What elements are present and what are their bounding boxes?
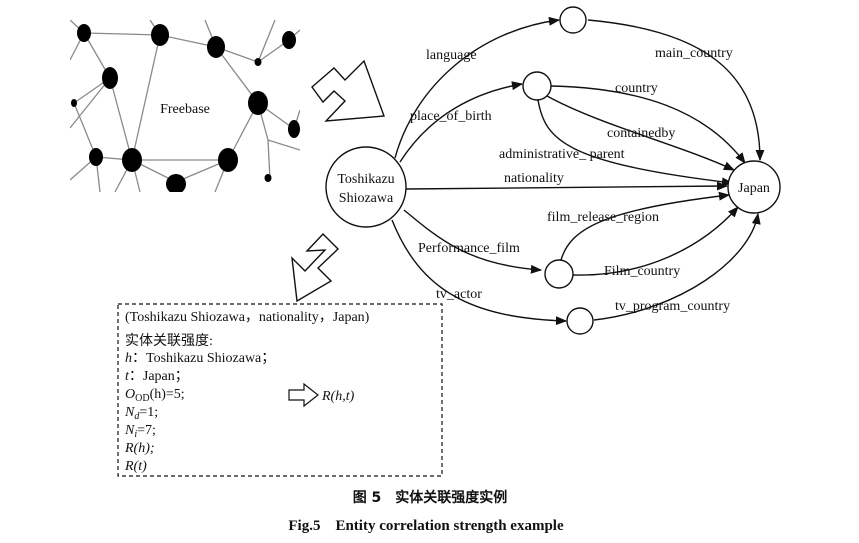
formula-rh: R(h); [124, 441, 155, 456]
edge-place-of-birth [399, 81, 524, 163]
formula-ni-subscript: i [134, 429, 137, 440]
edge-tv-actor [391, 219, 568, 326]
label-language: language [426, 48, 477, 63]
label-administrative-parent: administrative_ parent [499, 147, 625, 162]
freebase-label: Freebase [160, 102, 210, 117]
label-film-country: Film_country [604, 264, 680, 279]
formula-h-line: h：Toshikazu Shiozawa； [125, 351, 275, 366]
edge-performance-film [403, 209, 543, 274]
freebase-network [70, 20, 300, 192]
hollow-arrow-down [291, 232, 340, 303]
edge-film-release-region [560, 191, 731, 261]
edge-tv-program-country [593, 212, 761, 321]
label-tv-actor: tv_actor [436, 287, 482, 302]
label-film-release-region: film_release_region [547, 210, 659, 225]
caption-english: Fig.5 Entity correlation strength exampl… [288, 518, 564, 534]
formula-nd-symbol: N [124, 405, 135, 420]
formula-result: R(h,t) [321, 389, 355, 404]
formula-nd-line: Nd=1; [124, 405, 158, 422]
network-nodes [71, 24, 300, 192]
formula-t-line: t：Japan； [125, 369, 189, 384]
formula-nd-subscript: d [134, 411, 140, 422]
node-japan [727, 160, 781, 214]
label-country: country [615, 81, 658, 96]
edge-nationality [405, 181, 729, 191]
graph-nodes [325, 6, 781, 335]
edge-administrative-parent [537, 99, 734, 187]
label-containedby: containedby [607, 126, 675, 141]
source-node-label-line1: Toshikazu [337, 172, 394, 187]
formula-box-content: (Toshikazu Shiozawa，nationality，Japan) 实… [124, 310, 370, 474]
result-hollow-arrow [288, 382, 319, 408]
node-toshikazu-shiozawa [325, 146, 407, 228]
edge-country [550, 85, 746, 164]
source-node-label-line2: Shiozawa [339, 191, 394, 206]
label-tv-program-country: tv_program_country [615, 299, 730, 314]
label-nationality: nationality [504, 171, 564, 186]
edge-containedby [546, 95, 736, 171]
label-main-country: main_country [655, 46, 733, 61]
node-tv-program [566, 307, 594, 335]
edge-film-country [572, 206, 739, 276]
formula-rt: R(t) [124, 459, 147, 474]
formula-h-value: ：Toshikazu Shiozawa； [132, 351, 275, 366]
formula-heading: 实体关联强度: [125, 333, 213, 349]
formula-o-line: OOD(h)=5; [125, 387, 185, 404]
target-node-label: Japan [738, 181, 770, 196]
edge-main-country [587, 19, 765, 162]
formula-ni-value: =7; [137, 423, 156, 438]
hollow-arrow-right [311, 59, 385, 122]
formula-h-symbol: h [125, 351, 132, 366]
label-performance-film: Performance_film [418, 241, 520, 256]
formula-ni-line: Ni=7; [124, 423, 156, 440]
formula-t-value: ：Japan； [129, 369, 189, 384]
formula-o-symbol: O [125, 387, 135, 402]
formula-t-symbol: t [125, 369, 130, 384]
formula-triple: (Toshikazu Shiozawa，nationality，Japan) [125, 310, 370, 325]
node-language-value [559, 6, 587, 34]
formula-o-subscript: OD [135, 393, 149, 404]
caption-chinese: 图 5 实体关联强度实例 [353, 489, 508, 506]
node-film [544, 259, 574, 289]
edge-labels: language main_country place_of_birth cou… [410, 46, 733, 314]
label-place-of-birth: place_of_birth [410, 109, 492, 124]
formula-o-value: (h)=5; [150, 387, 185, 402]
node-place-of-birth-value [522, 71, 552, 101]
formula-box [117, 303, 443, 477]
formula-nd-value: =1; [139, 405, 158, 420]
graph-edges [391, 16, 765, 326]
formula-ni-symbol: N [124, 423, 135, 438]
edge-language [394, 16, 561, 159]
